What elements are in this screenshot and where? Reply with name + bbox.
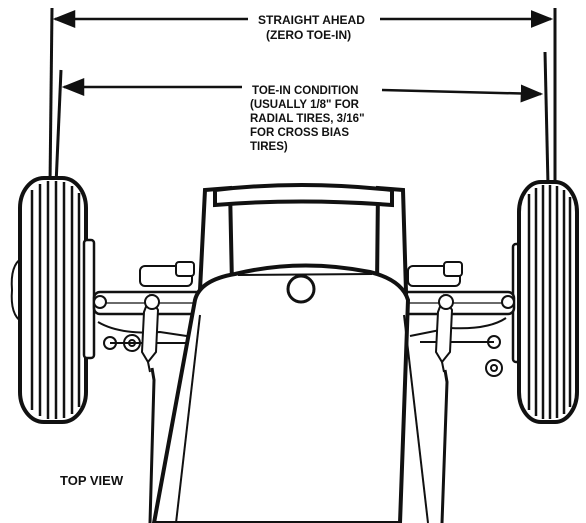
reference-lines [48,7,557,186]
top-view-label: TOP VIEW [60,473,124,488]
right-toein-reference-line [543,51,550,186]
left-toein-reference-line [54,69,63,186]
straight-ahead-label-line2: (ZERO TOE-IN) [266,28,351,42]
toe-in-label-line1: TOE-IN CONDITION [252,85,358,97]
left-tire [10,176,96,424]
toe-in-label-line2: (USUALLY 1/8" FOR [250,99,360,111]
right-tie-rod [440,369,449,523]
toe-in-label-line5: TIRES) [250,141,288,153]
right-tire [511,180,579,424]
center-cap [286,274,316,304]
frame-inner-lines [175,314,429,523]
toein-arrow-right [381,84,544,103]
toe-in-dimension [61,78,544,103]
toe-in-label-line3: RADIAL TIRES, 3/16" [250,113,365,125]
vehicle-frame [151,183,411,523]
left-straight-reference-line [48,7,54,186]
right-steering-linkage [407,261,515,377]
toe-in-label-line4: FOR CROSS BIAS [250,127,349,139]
left-steering-linkage [93,261,201,373]
straight-ahead-label-line1: STRAIGHT AHEAD [258,13,365,27]
left-tie-rod [148,367,156,523]
